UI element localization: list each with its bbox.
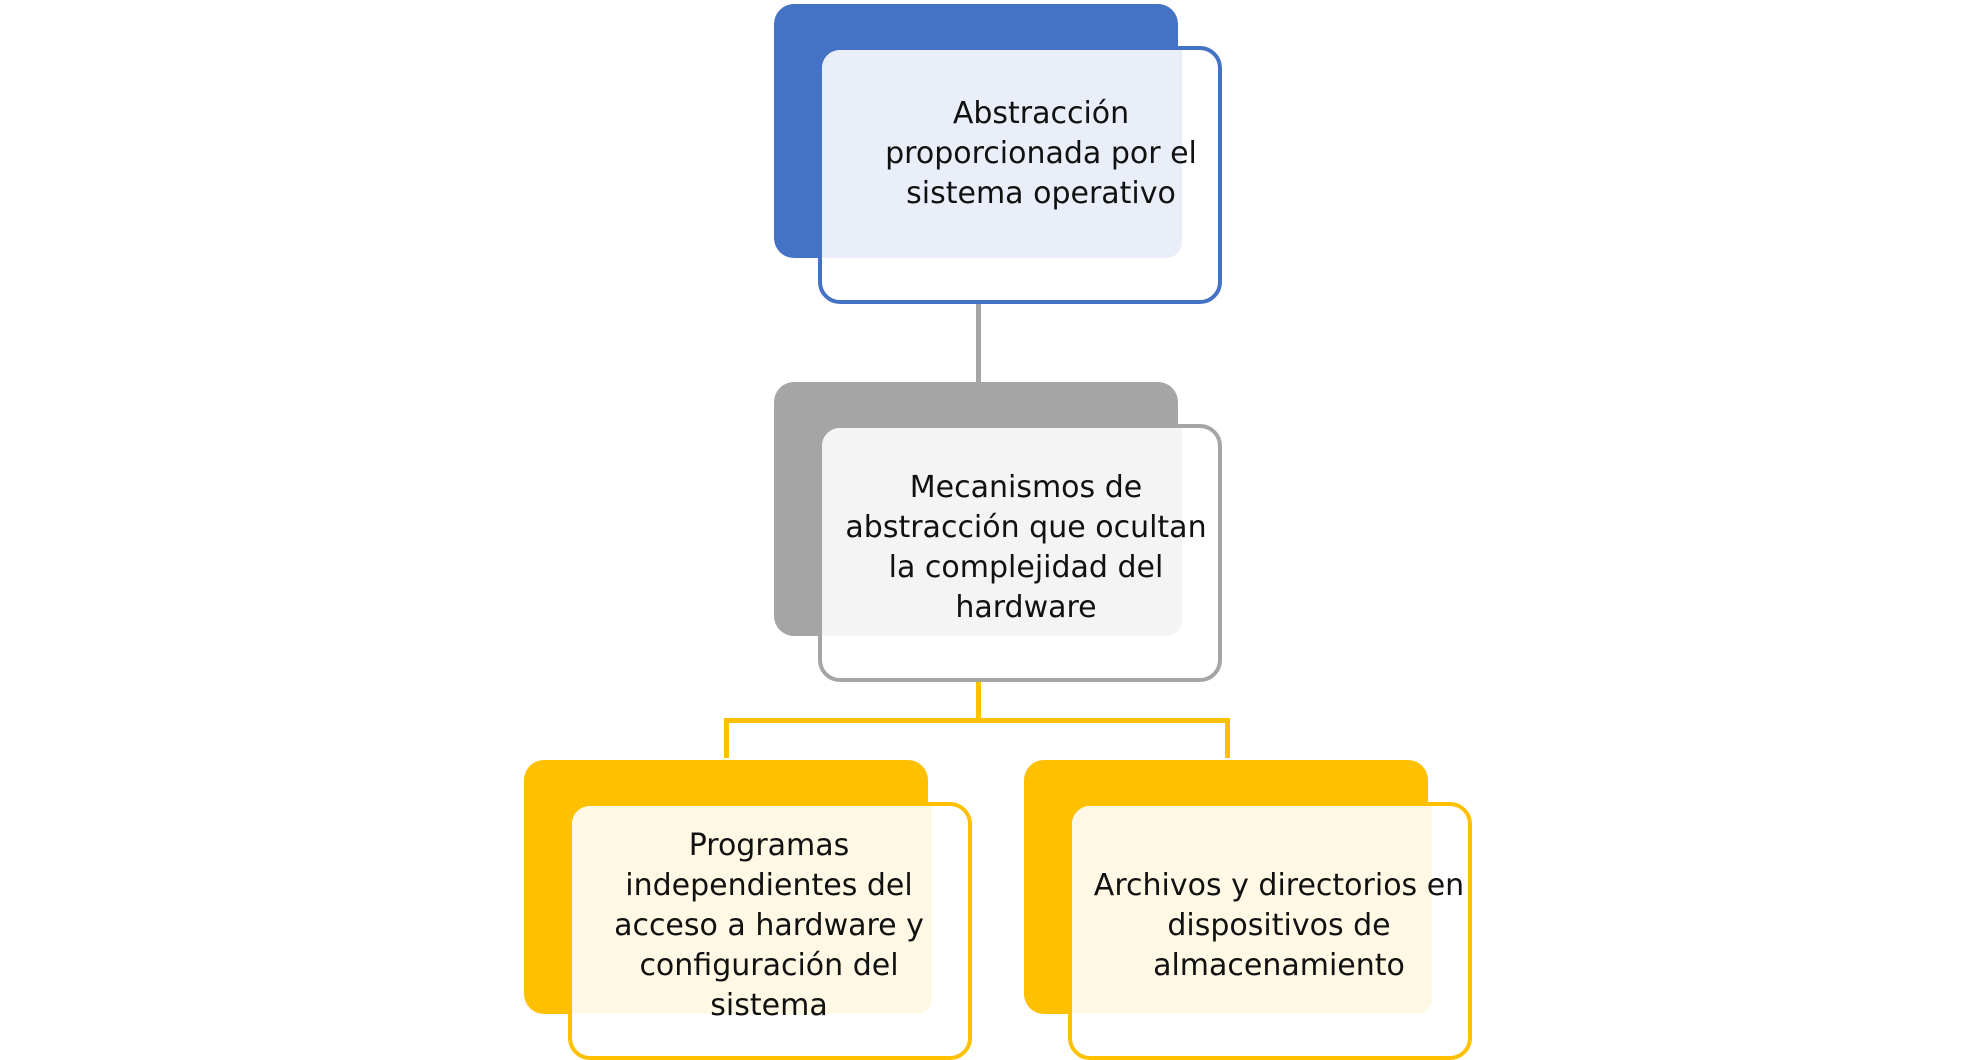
node-middle-overlap-tint <box>822 428 1182 636</box>
node-right-label: Archivos y directorios en dispositivos d… <box>1093 868 1465 983</box>
connector-root-middle <box>976 262 981 382</box>
node-left-overlap-tint <box>572 806 932 1014</box>
connector-horizontal-bar <box>724 718 1230 723</box>
node-right-overlap-tint <box>1072 806 1432 1014</box>
node-root-label: Abstracción proporcionada por el sistema… <box>885 96 1197 211</box>
node-root-front-shape <box>818 46 1222 304</box>
node-right-front-shape <box>1068 802 1472 1060</box>
connector-right-down <box>1225 718 1230 758</box>
node-left-front-shape <box>568 802 972 1060</box>
node-middle-front-shape <box>818 424 1222 682</box>
node-root-overlap-tint <box>822 50 1182 258</box>
connector-middle-down <box>976 682 981 722</box>
node-middle-label: Mecanismos de abstracción que ocultan la… <box>845 470 1207 625</box>
connector-left-down <box>724 718 729 758</box>
node-left-label: Programas independientes del acceso a ha… <box>614 828 924 1023</box>
